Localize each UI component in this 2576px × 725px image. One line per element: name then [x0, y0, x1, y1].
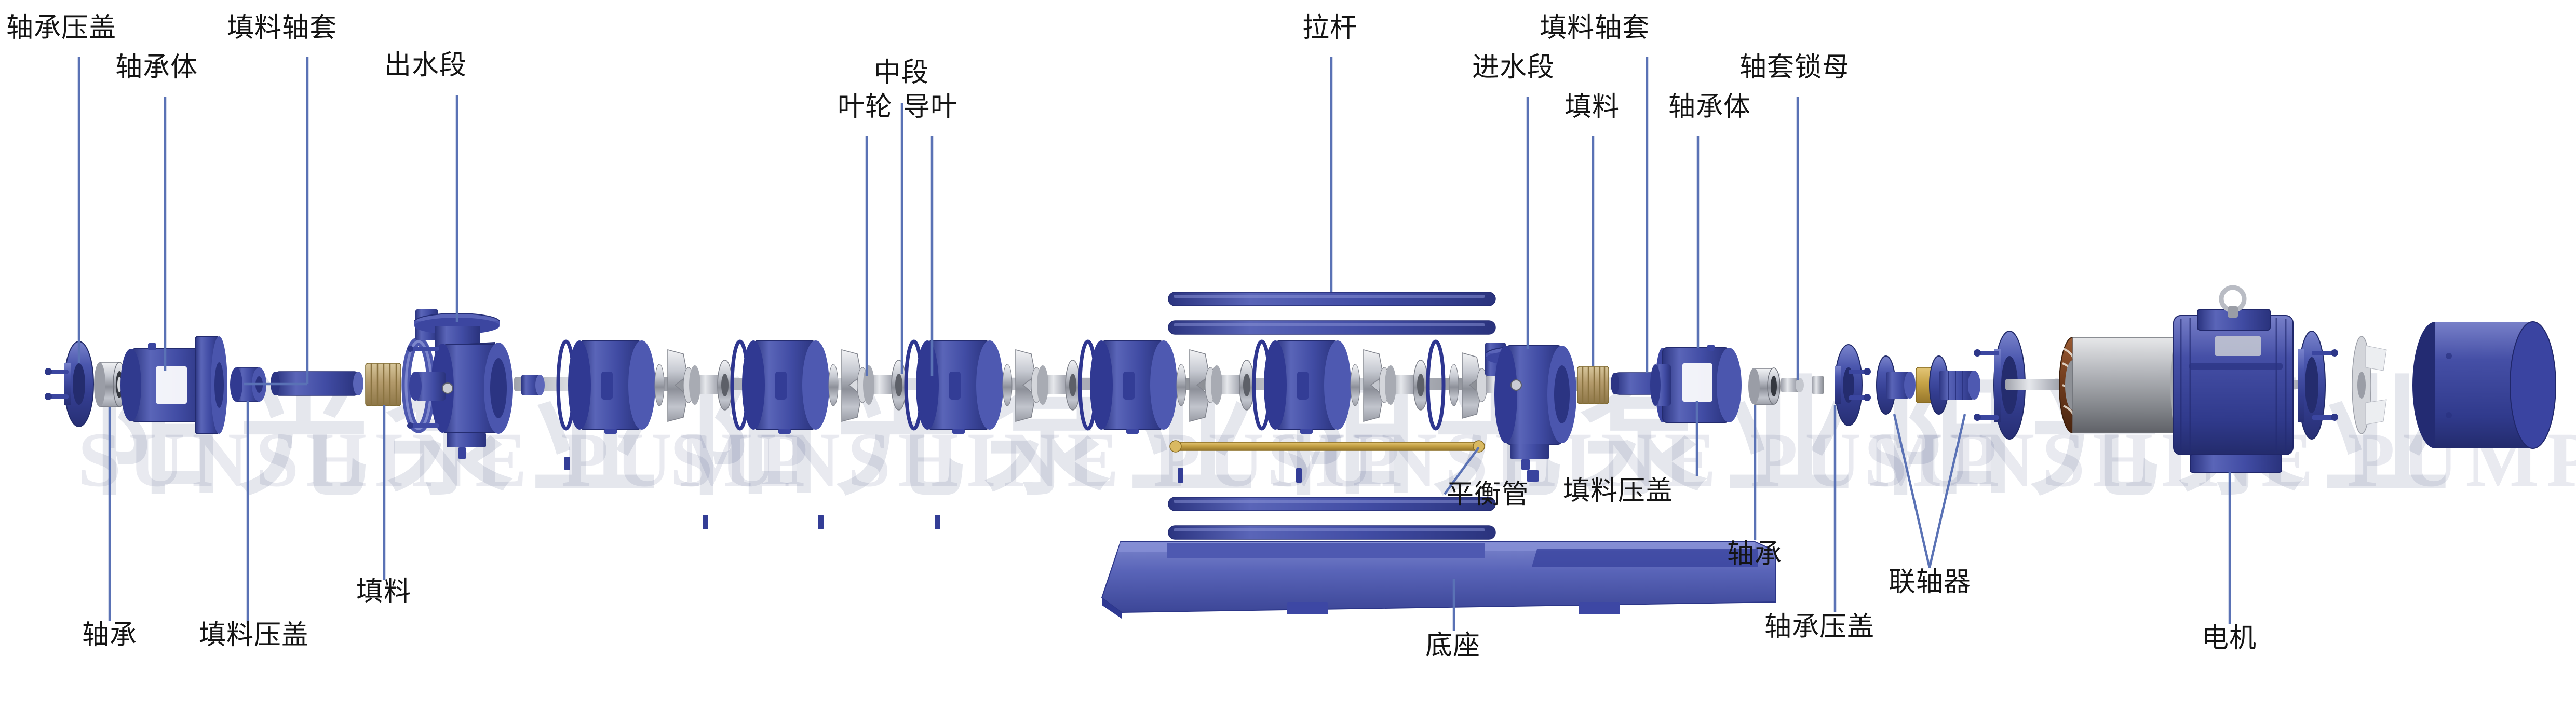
part-tie-rod: [1168, 292, 1496, 335]
label-tie-rod: 拉杆: [1302, 13, 1358, 43]
stage-group: [904, 339, 1081, 434]
part-bearing-housing-left: [120, 336, 227, 434]
part-middle-section: [1264, 340, 1351, 434]
part-motor: [2005, 285, 2556, 473]
label-coupling: 联轴器: [1889, 567, 1972, 597]
part-guide-vane: [1176, 349, 1216, 422]
part-bearing-housing-right: [1650, 345, 1742, 423]
label-sleeve-lock-nut: 轴套锁母: [1739, 52, 1850, 83]
label-discharge-section: 出水段: [384, 50, 467, 80]
label-bearing-right: 轴承: [1727, 539, 1783, 569]
part-tie-rod-nut: [564, 457, 1302, 529]
part-discharge-section: [407, 309, 513, 459]
part-packing-right: [1577, 366, 1609, 404]
part-guide-vane: [1350, 349, 1390, 422]
part-impeller: [1037, 360, 1081, 411]
part-suction-section: [1485, 343, 1576, 482]
label-base: 底座: [1425, 631, 1481, 661]
label-packing-sleeve-right: 填料轴套: [1540, 13, 1650, 43]
label-packing-gland-left: 填料压盖: [199, 620, 309, 650]
part-middle-section: [742, 340, 829, 434]
part-coupling: [1876, 355, 1980, 415]
label-motor: 电机: [2202, 623, 2257, 653]
part-guide-vane: [1002, 349, 1042, 422]
stage-group: [556, 339, 733, 434]
label-bearing-housing-left: 轴承体: [115, 52, 198, 83]
part-base: [1101, 541, 1776, 619]
stage-group: [1252, 339, 1428, 434]
part-balance-pipe: [1169, 440, 1485, 453]
label-bearing-gland-left: 轴承压盖: [6, 13, 117, 43]
stage-group: [1078, 339, 1255, 434]
leader-coupling: [1893, 414, 1966, 568]
stage-group: [730, 339, 907, 434]
label-bearing-left: 轴承: [82, 620, 138, 650]
label-packing-left: 填料: [356, 577, 412, 607]
part-guide-vane: [828, 349, 868, 422]
label-guide-vane: 导叶: [903, 92, 959, 122]
label-bearing-gland-right: 轴承压盖: [1764, 612, 1875, 642]
label-balance-pipe: 平衡管: [1447, 480, 1530, 510]
part-packing-left: [365, 363, 401, 406]
part-impeller: [863, 360, 907, 411]
part-guide-vane: [654, 349, 694, 422]
part-tie-rod: [1168, 497, 1496, 540]
part-middle-section: [1090, 340, 1177, 434]
part-middle-section: [916, 340, 1003, 434]
part-spacer-bush: [521, 375, 545, 395]
label-packing-sleeve-left: 填料轴套: [227, 13, 338, 43]
part-bearing-gland-left: [45, 341, 94, 427]
leader-balance-pipe: [1444, 446, 1480, 495]
part-guide-vane: [1449, 352, 1488, 419]
part-impeller: [1211, 360, 1255, 411]
part-bearing-right: [1748, 367, 1824, 405]
label-impeller: 叶轮: [838, 92, 893, 122]
part-impeller: [689, 360, 733, 411]
label-packing-right: 填料: [1565, 92, 1620, 122]
label-packing-gland-right: 填料压盖: [1563, 476, 1674, 506]
label-bearing-housing-right: 轴承体: [1668, 92, 1751, 122]
part-bearing-gland-right: [1835, 344, 1871, 426]
part-impeller: [1385, 360, 1428, 411]
label-middle-section: 中段: [874, 58, 929, 88]
label-suction-section: 进水段: [1472, 52, 1555, 83]
part-middle-section: [568, 340, 655, 434]
leader-lines: [77, 57, 2231, 631]
